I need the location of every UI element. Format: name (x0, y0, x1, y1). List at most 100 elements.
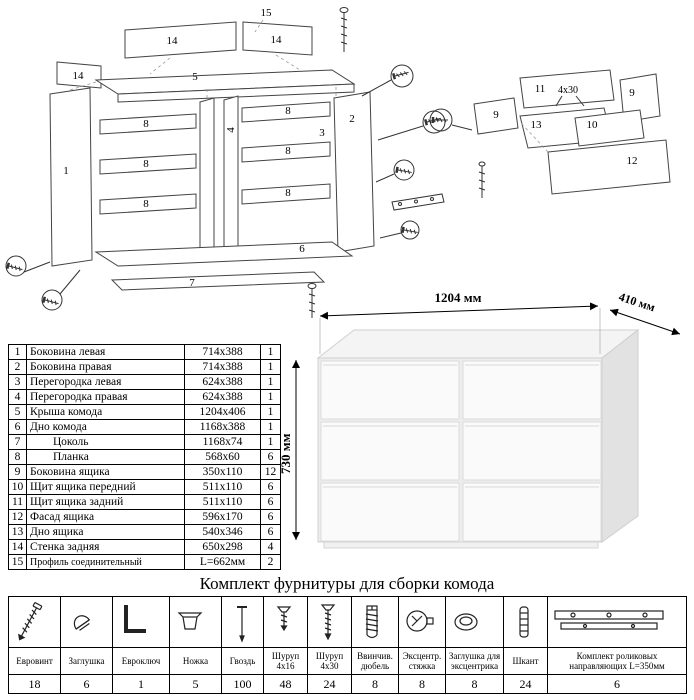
hardware-item-name: Шуруп 4x16 (263, 647, 308, 675)
part-qty: 6 (260, 449, 281, 465)
label-10: 10 (587, 119, 599, 131)
part-num: 7 (8, 434, 27, 450)
part-name: Стенка задняя (26, 539, 185, 555)
part-size: 568x60 (184, 449, 261, 465)
dimension-depth-label: 410 мм (617, 290, 657, 315)
part-num: 6 (8, 419, 27, 435)
hardware-item-qty: 24 (503, 674, 548, 694)
part-qty: 1 (260, 404, 281, 420)
hardware-icon-cell (351, 596, 399, 648)
fastener-callouts (5, 7, 585, 318)
part-size: 540x346 (184, 524, 261, 540)
hardware-icon-cell (169, 596, 222, 648)
hardware-item-name: Гвоздь (221, 647, 264, 675)
part-qty: 1 (260, 374, 281, 390)
hexkey-icon (124, 605, 146, 633)
exploded-diagram: 15 14 14 14 5 1 4 8 8 8 8 8 8 2 3 6 7 11… (5, 7, 671, 318)
part-name: Боковина левая (26, 344, 185, 360)
part-num: 8 (8, 449, 27, 465)
part-size: 1204x406 (184, 404, 261, 420)
roller-slide-icon (554, 610, 664, 630)
part-size: 350x110 (184, 464, 261, 480)
label-7: 7 (189, 277, 195, 289)
label-11: 11 (535, 83, 546, 95)
hardware-item-name: Заглушка (60, 647, 113, 675)
label-5: 5 (192, 71, 198, 83)
part-name: Фасад ящика (26, 509, 185, 525)
part-num: 1 (8, 344, 27, 360)
hardware-icon-cell (60, 596, 113, 648)
part-size: L=662мм (184, 554, 261, 570)
part-size: 714x388 (184, 344, 261, 360)
hardware-item-name: Заглушка для эксцентрика (445, 647, 504, 675)
part-qty: 1 (260, 419, 281, 435)
screw-4x16-icon (276, 606, 292, 632)
hardware-item-qty: 18 (8, 674, 61, 694)
label-4: 4 (225, 127, 237, 133)
hardware-item-qty: 1 (112, 674, 170, 694)
label-8c: 8 (143, 198, 149, 210)
part-name: Профиль соединительный (26, 554, 185, 570)
screw-dowel-icon (365, 605, 379, 639)
hardware-icon-cell (445, 596, 504, 648)
label-2: 2 (349, 113, 355, 125)
leg-icon (177, 612, 203, 630)
part-size: 596x170 (184, 509, 261, 525)
label-8e: 8 (285, 145, 291, 157)
part-size: 511x110 (184, 494, 261, 510)
label-14c: 14 (271, 34, 283, 46)
hardware-item-qty: 6 (547, 674, 687, 694)
part-name: Дно ящика (26, 524, 185, 540)
part-qty: 6 (260, 494, 281, 510)
label-13: 13 (531, 119, 543, 131)
label-15: 15 (261, 7, 273, 19)
screw-4x30-icon (320, 604, 336, 641)
label-8d: 8 (285, 105, 291, 117)
part-name: Боковина правая (26, 359, 185, 375)
label-6: 6 (299, 243, 305, 255)
cabinet-panels (49, 21, 375, 291)
label-9b: 9 (629, 87, 635, 99)
label-14b: 14 (167, 35, 179, 47)
label-1: 1 (63, 165, 69, 177)
part-size: 714x388 (184, 359, 261, 375)
label-8f: 8 (285, 187, 291, 199)
hardware-item-name: Шкант (503, 647, 548, 675)
hardware-item-name: Шуруп 4x30 (307, 647, 352, 675)
hardware-icon-cell (547, 596, 687, 648)
part-name: Дно комода (26, 419, 185, 435)
part-num: 12 (8, 509, 27, 525)
hardware-icon-row (8, 596, 687, 648)
hardware-item-qty: 8 (398, 674, 446, 694)
part-size: 1168x74 (184, 434, 261, 450)
label-4x30: 4x30 (558, 85, 578, 96)
part-name: Перегородка правая (26, 389, 185, 405)
wood-dowel-icon (519, 606, 529, 638)
part-num: 3 (8, 374, 27, 390)
hardware-item-name: Ножка (169, 647, 222, 675)
hardware-item-qty: 48 (263, 674, 308, 694)
dresser-illustration: 1204 мм 410 мм 730 мм (280, 290, 681, 549)
label-9a: 9 (493, 109, 499, 121)
dimension-height-label: 730 мм (280, 433, 293, 474)
hardware-item-qty: 8 (445, 674, 504, 694)
part-qty: 12 (260, 464, 281, 480)
part-name: Боковина ящика (26, 464, 185, 480)
part-qty: 2 (260, 554, 281, 570)
part-qty: 6 (260, 509, 281, 525)
hardware-item-qty: 6 (60, 674, 113, 694)
hardware-item-name: Евроключ (112, 647, 170, 675)
hardware-item-name: Ввинчив. дюбель (351, 647, 399, 675)
part-size: 624x388 (184, 389, 261, 405)
part-num: 9 (8, 464, 27, 480)
